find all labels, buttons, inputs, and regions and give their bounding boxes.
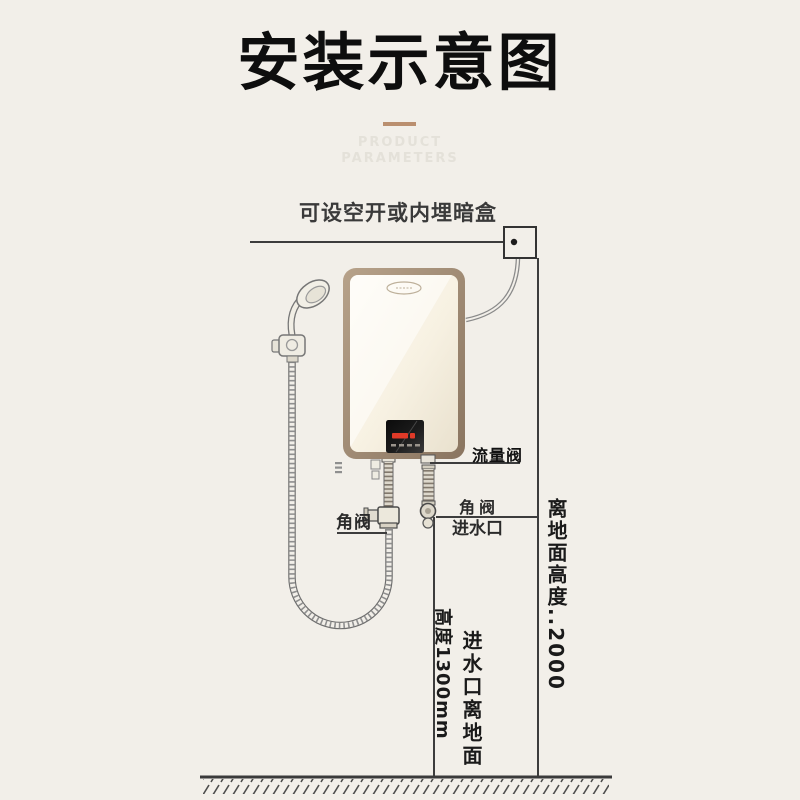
flow-valve	[420, 454, 436, 506]
watermark-line1: PRODUCT	[357, 135, 443, 150]
brand-logo	[386, 281, 422, 295]
dimension-2000-value: ..2000	[544, 608, 568, 691]
shower-head	[287, 279, 330, 336]
dimension-1300-value: 高度1300mm	[432, 608, 453, 740]
dimension-label-2000: 离地面高度..2000	[542, 498, 571, 691]
dimension-1300-cjk: 进水口离地面	[459, 630, 483, 768]
pipe-tag	[335, 459, 381, 480]
page-title: 安装示意图	[237, 26, 563, 99]
power-cable	[465, 257, 521, 323]
right-angle-valve	[419, 502, 437, 529]
dimension-2000-cjk: 离地面高度	[544, 498, 568, 608]
shower-hose	[288, 359, 393, 630]
heater-display	[386, 420, 424, 453]
right-angle-valve-label: 角阀	[459, 498, 500, 517]
shower-bracket	[271, 334, 306, 363]
ground-line	[200, 775, 612, 794]
junction-box	[503, 226, 537, 259]
water-heater	[343, 268, 465, 459]
water-inlet-label: 进水口	[452, 519, 503, 539]
title-divider	[383, 122, 416, 126]
left-angle-valve	[363, 506, 400, 529]
watermark-line2: PARAMETERS	[341, 150, 459, 166]
ground-hatch	[203, 779, 609, 794]
left-angle-valve-label: 角阀	[336, 513, 372, 533]
dimension-label-1300: 进水口离地面 高度1300mm	[431, 608, 486, 768]
breaker-box-label: 可设空开或内埋暗盒	[299, 201, 497, 225]
flow-valve-label: 流量阀	[472, 446, 524, 465]
hot-water-pipe	[381, 454, 396, 509]
watermark: PRODUCT PARAMETERS	[0, 135, 800, 166]
